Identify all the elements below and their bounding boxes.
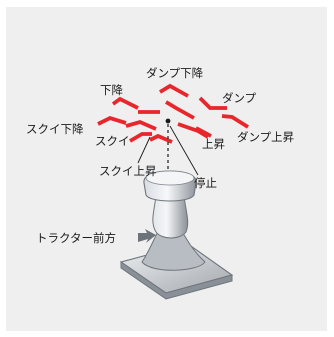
joystick-lever <box>119 170 234 300</box>
leader-lines <box>137 125 199 176</box>
label-dump: ダンプ <box>222 91 257 105</box>
label-dump-up: ダンプ上昇 <box>237 130 294 144</box>
label-stop: 停止 <box>194 176 217 190</box>
label-dump-down: ダンプ下降 <box>146 66 204 80</box>
label-scoop-down: スクイ下降 <box>26 122 84 136</box>
arrow-scoop-up-icon <box>149 133 173 144</box>
diagram-background: ダンプ下降 ダンプ ダンプ上昇 下降 上昇 スクイ下降 スクイ スクイ上昇 停止… <box>6 7 327 331</box>
label-scoop: スクイ <box>95 135 130 148</box>
arrow-lower-left-icon <box>111 96 139 110</box>
arrow-lower-right-icon <box>165 100 195 120</box>
lever-boot <box>141 227 206 271</box>
arrow-scoop-icon <box>129 132 152 143</box>
lever-shaft <box>152 195 189 239</box>
arrow-scoop-down-icon <box>97 115 127 126</box>
direction-arrows <box>97 83 250 144</box>
arrow-scoop-left-icon <box>125 119 157 131</box>
arrow-raise-right-icon <box>195 126 212 138</box>
label-tractor-front: トラクター前方 <box>36 231 116 245</box>
joystick-operation-diagram: ダンプ下降 ダンプ ダンプ上昇 下降 上昇 スクイ下降 スクイ スクイ上昇 停止… <box>26 66 294 300</box>
label-lower: 下降 <box>100 83 123 97</box>
arrow-dump-up-icon <box>221 114 250 129</box>
arrow-dump-down-icon <box>159 83 189 98</box>
stop-center-point <box>165 118 171 124</box>
arrow-dump-icon <box>198 96 227 110</box>
label-raise: 上昇 <box>202 138 225 151</box>
tractor-front-arrow-icon <box>138 229 156 243</box>
label-scoop-up: スクイ上昇 <box>99 165 157 178</box>
